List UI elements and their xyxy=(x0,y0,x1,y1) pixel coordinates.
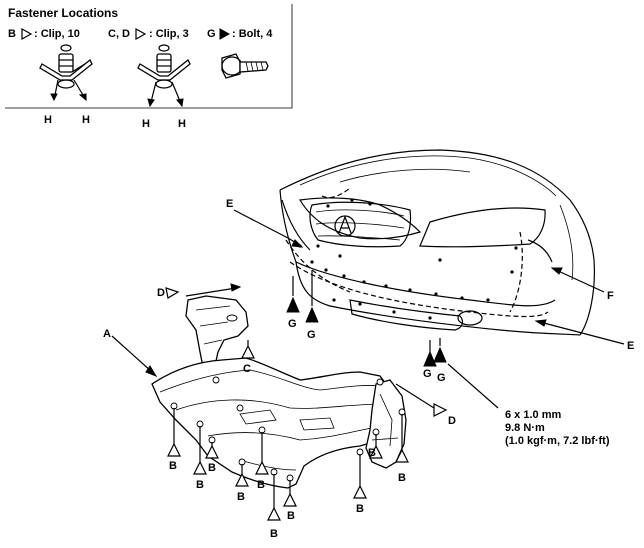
clip-b-h-left: H xyxy=(44,114,52,126)
undercover-clip-holes xyxy=(170,376,406,482)
callout-b: B xyxy=(257,479,265,491)
emblem-a xyxy=(338,215,352,234)
b-clip-marker xyxy=(369,444,383,459)
fastener-markers xyxy=(165,287,448,521)
grille-bars xyxy=(315,209,405,241)
clip-cd-h-right: H xyxy=(178,118,186,130)
callout-d-right: D xyxy=(448,415,456,427)
emblem xyxy=(334,215,356,237)
legend-frame xyxy=(5,4,293,109)
outline-triangle-icon xyxy=(135,27,147,41)
b-clip-marker xyxy=(235,472,249,487)
callout-e-top: E xyxy=(226,198,233,210)
hidden-edge-right xyxy=(509,231,523,313)
clip-cd-h-left: H xyxy=(142,118,150,130)
hood-line xyxy=(339,168,471,183)
g-bolt-marker-3 xyxy=(423,350,437,367)
bumper-left-edge xyxy=(281,199,311,251)
callout-e-right: E xyxy=(627,340,634,352)
callout-g-3: G xyxy=(423,368,432,380)
callout-b: B xyxy=(398,472,406,484)
b-clip-marker xyxy=(193,460,207,475)
fender-outline xyxy=(569,199,595,336)
left-bracket-ribs xyxy=(195,305,231,345)
torque-nm: 9.8 N·m xyxy=(505,422,545,434)
torque-size: 6 x 1.0 mm xyxy=(505,409,561,421)
callout-a: A xyxy=(103,328,111,340)
callout-b: B xyxy=(356,503,364,515)
bolt-g-icon xyxy=(221,53,269,79)
callout-g-2: G xyxy=(307,329,316,341)
hidden-edge-top xyxy=(321,187,351,199)
b-clip-marker xyxy=(267,506,281,521)
legend-b-letter: B xyxy=(8,28,16,40)
callout-g-4: G xyxy=(437,372,446,384)
headlight-right xyxy=(419,207,546,248)
fastener-legend: Fastener Locations B : Clip, 10 C, D : C… xyxy=(5,4,293,130)
b-clip-marker xyxy=(255,460,269,475)
callout-b: B xyxy=(270,528,278,540)
leader-lines xyxy=(111,209,625,508)
lower-intake xyxy=(349,299,464,331)
d-clip-marker-right xyxy=(433,403,448,417)
bracket-hole xyxy=(226,314,238,322)
b-clip-marker xyxy=(205,444,219,459)
clip-cd-icon xyxy=(137,44,191,108)
hood-outline xyxy=(279,149,571,201)
grille xyxy=(309,201,412,248)
filled-triangle-icon xyxy=(219,28,231,40)
bumper-face xyxy=(279,189,556,307)
under-cover-assembly xyxy=(151,295,407,489)
undercover-vents xyxy=(239,409,335,431)
fender-edge xyxy=(559,204,574,281)
d-clip-marker-top xyxy=(165,287,180,299)
outline-triangle-icon xyxy=(21,27,33,41)
callout-b: B xyxy=(368,447,376,459)
legend-cd-spec: : Clip, 3 xyxy=(149,28,189,40)
b-clip-marker xyxy=(353,484,367,499)
b-clip-marker xyxy=(283,492,297,507)
callout-b: B xyxy=(169,460,177,472)
g-bolt-marker-2 xyxy=(305,306,319,323)
hidden-edge-lower xyxy=(289,261,549,318)
callout-b: B xyxy=(287,510,295,522)
legend-title: Fastener Locations xyxy=(8,6,118,20)
legend-b-spec: : Clip, 10 xyxy=(34,28,80,40)
callout-d-top: D xyxy=(157,287,165,299)
torque-spec: 6 x 1.0 mm 9.8 N·m (1.0 kgf·m, 7.2 lbf·f… xyxy=(505,409,610,447)
g-bolt-marker-1 xyxy=(286,296,300,313)
b-clip-marker xyxy=(167,442,181,457)
clip-b-icon xyxy=(39,44,93,102)
c-clip-marker xyxy=(241,344,255,359)
callout-c: C xyxy=(243,363,251,375)
callout-f: F xyxy=(607,290,614,302)
g-bolt-marker-4 xyxy=(433,346,447,363)
legend-cd-letter: C, D xyxy=(108,28,130,40)
side-flap xyxy=(527,239,553,263)
callout-b: B xyxy=(237,491,245,503)
undercover-rib-1 xyxy=(159,369,381,393)
legend-g-spec: : Bolt, 4 xyxy=(232,28,273,40)
callout-g-1: G xyxy=(288,318,297,330)
callout-labels: A E F E D D C G G G G B B B B B B B B B … xyxy=(103,198,634,540)
torque-kgf-lbf: (1.0 kgf·m, 7.2 lbf·ft) xyxy=(505,435,610,447)
hood-crease xyxy=(299,155,557,197)
legend-g-letter: G xyxy=(207,28,216,40)
callout-b: B xyxy=(196,479,204,491)
undercover-rib-2 xyxy=(175,399,385,411)
clip-b-h-right: H xyxy=(82,114,90,126)
hidden-edge-left xyxy=(285,239,351,293)
callout-b: B xyxy=(208,462,216,474)
b-clip-marker xyxy=(395,448,409,463)
vehicle-front xyxy=(279,149,595,336)
bumper-lower xyxy=(295,261,581,336)
fog-light xyxy=(457,310,483,326)
undercover-rib-3 xyxy=(207,427,373,441)
